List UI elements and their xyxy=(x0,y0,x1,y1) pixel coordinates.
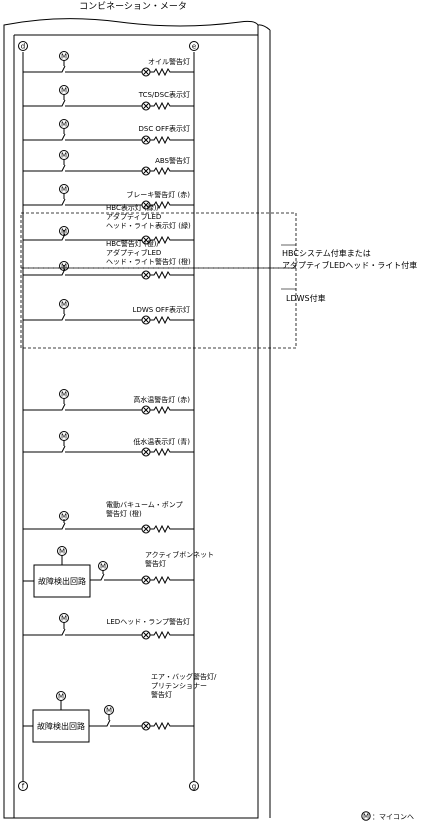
indicator-rungs: M オイル警告灯 M TCS/DSC表示灯 M DSC OFF表示灯 M ABS警告灯 M ブレー… xyxy=(23,51,217,743)
indicator-label: ブレーキ警告灯 (赤) xyxy=(126,190,190,199)
legend: M ：マイコンへ xyxy=(361,811,414,821)
microcomputer-symbol-label: M xyxy=(59,548,65,556)
indicator-label: 低水温表示灯 (青) xyxy=(133,437,190,446)
svg-text:f: f xyxy=(22,783,25,791)
microcomputer-symbol-label: M xyxy=(61,615,67,623)
resistor-symbol xyxy=(150,270,194,280)
resistor-symbol xyxy=(150,524,194,534)
indicator-rung: M ABS警告灯 xyxy=(23,150,194,176)
indicator-label: アクティブボンネット警告灯 xyxy=(145,550,214,568)
indicator-rung: M DSC OFF表示灯 xyxy=(23,119,194,145)
microcomputer-symbol-label: M xyxy=(61,433,67,441)
svg-text:：マイコンへ: ：マイコンへ xyxy=(372,813,414,821)
ldws-option-box xyxy=(20,267,297,349)
switch-symbol xyxy=(98,570,108,581)
switch-symbol xyxy=(59,130,69,141)
switch-symbol xyxy=(59,62,69,73)
switch-symbol xyxy=(104,716,114,727)
microcomputer-symbol-label: M xyxy=(61,391,67,399)
svg-text:e: e xyxy=(192,43,196,51)
resistor-symbol xyxy=(150,630,194,640)
indicator-rung: M TCS/DSC表示灯 xyxy=(23,85,194,111)
indicator-rung: 故障検出回路 M M アクティブボンネット警告灯 xyxy=(23,546,214,598)
indicator-rung: M LDWS OFF表示灯 xyxy=(23,299,194,325)
microcomputer-symbol-label: M xyxy=(61,53,67,61)
node-f: f xyxy=(18,781,28,791)
svg-text:HBCシステム付車または: HBCシステム付車または xyxy=(282,248,371,258)
hbc-option-note: HBCシステム付車または アダプティブLEDヘッド・ライト付車 xyxy=(282,248,417,270)
resistor-symbol xyxy=(150,447,194,457)
node-e: e xyxy=(189,41,199,51)
node-d: d xyxy=(18,41,28,51)
indicator-label: 電動バキューム・ポンプ警告灯 (橙) xyxy=(106,500,183,518)
resistor-symbol xyxy=(150,135,194,145)
resistor-symbol xyxy=(150,235,194,245)
microcomputer-symbol-label: M xyxy=(100,563,106,571)
resistor-symbol xyxy=(150,315,194,325)
fault-detection-circuit-label: 故障検出回路 xyxy=(37,721,85,731)
microcomputer-symbol-label: M xyxy=(58,693,64,701)
indicator-label: 高水温警告灯 (赤) xyxy=(133,395,190,404)
indicator-rung: M 低水温表示灯 (青) xyxy=(23,431,194,457)
svg-text:アダプティブLEDヘッド・ライト付車: アダプティブLEDヘッド・ライト付車 xyxy=(282,260,417,270)
resistor-symbol xyxy=(150,200,194,210)
microcomputer-symbol-label: M xyxy=(106,707,112,715)
svg-text:M: M xyxy=(363,813,369,821)
resistor-symbol xyxy=(150,575,194,585)
resistor-symbol xyxy=(150,101,194,111)
switch-symbol xyxy=(59,400,69,411)
indicator-label: ABS警告灯 xyxy=(155,156,190,165)
microcomputer-symbol-label: M xyxy=(61,301,67,309)
svg-text:d: d xyxy=(21,43,25,51)
microcomputer-symbol-label: M xyxy=(61,121,67,129)
indicator-label: LDWS OFF表示灯 xyxy=(133,305,190,314)
switch-symbol xyxy=(59,195,69,206)
indicator-rung: M LEDヘッド・ランプ警告灯 xyxy=(23,613,194,640)
resistor-symbol xyxy=(150,67,194,77)
microcomputer-symbol-label: M xyxy=(61,152,67,160)
indicator-label: DSC OFF表示灯 xyxy=(138,124,190,133)
indicator-label: エア・バッグ警告灯/プリテンショナー警告灯 xyxy=(151,672,217,699)
indicator-rung: 故障検出回路 M M エア・バッグ警告灯/プリテンショナー警告灯 xyxy=(23,672,217,743)
indicator-label: オイル警告灯 xyxy=(148,57,190,66)
indicator-label: LEDヘッド・ランプ警告灯 xyxy=(106,617,190,626)
indicator-rung: M ブレーキ警告灯 (赤) xyxy=(23,184,194,210)
microcomputer-symbol-label: M xyxy=(61,87,67,95)
switch-symbol xyxy=(59,442,69,453)
microcomputer-symbol-label: M xyxy=(61,513,67,521)
ldws-option-note: LDWS付車 xyxy=(286,293,326,303)
resistor-symbol xyxy=(150,721,194,731)
switch-symbol xyxy=(59,625,69,636)
indicator-rung: M 高水温警告灯 (赤) xyxy=(23,389,194,415)
node-g: g xyxy=(189,781,199,791)
switch-symbol xyxy=(59,96,69,107)
microcomputer-symbol-label: M xyxy=(61,186,67,194)
indicator-rung: M オイル警告灯 xyxy=(23,51,194,77)
switch-symbol xyxy=(59,310,69,321)
fault-detection-circuit-label: 故障検出回路 xyxy=(38,576,86,586)
diagram-title: コンビネーション・メータ xyxy=(79,1,187,12)
resistor-symbol xyxy=(150,405,194,415)
indicator-rung: M 電動バキューム・ポンプ警告灯 (橙) xyxy=(23,500,194,534)
resistor-symbol xyxy=(150,166,194,176)
svg-text:g: g xyxy=(192,783,196,791)
switch-symbol xyxy=(59,161,69,172)
meter-outline xyxy=(3,18,259,819)
indicator-label: TCS/DSC表示灯 xyxy=(138,90,190,99)
